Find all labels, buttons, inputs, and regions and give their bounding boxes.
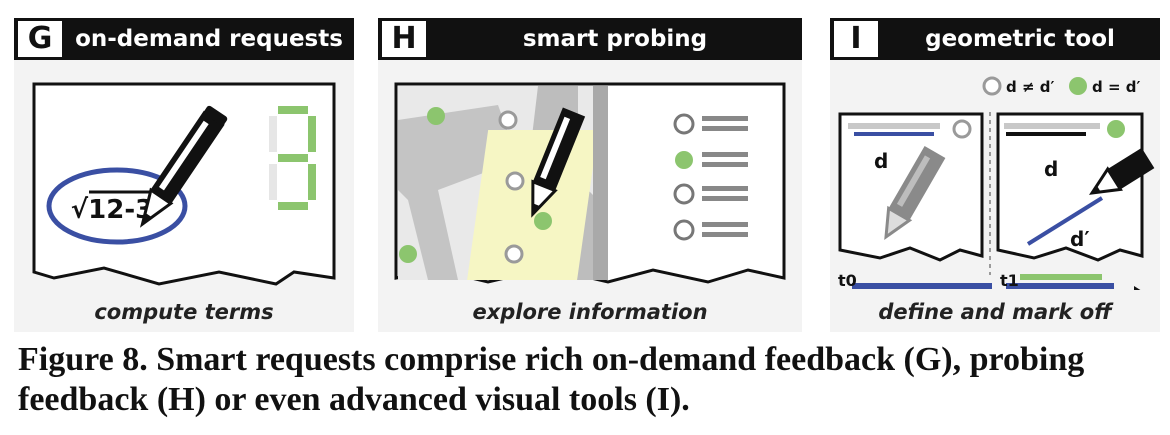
pen-icon (884, 146, 946, 240)
panel-i: I geometric tool d ≠ d′ d = d′ d d d′ (830, 18, 1160, 332)
seven-segment-digit (269, 106, 316, 210)
label-d: d (1044, 157, 1058, 181)
legend-green-marker (1069, 77, 1087, 95)
pen-icon (531, 107, 586, 218)
probe-point-empty (504, 244, 524, 264)
ruler (1004, 123, 1100, 129)
segment-d-blue (854, 132, 934, 136)
probe-point-active (534, 212, 552, 230)
panel-title: geometric tool (925, 26, 1115, 52)
probe-point-empty (498, 110, 518, 130)
label-t0: t0 (838, 271, 857, 290)
timeline-mark-green (1020, 274, 1102, 280)
label-t1: t1 (1000, 271, 1019, 290)
geometric-tool-illustration: d ≠ d′ d = d′ d d d′ t0 (838, 76, 1155, 290)
panel-title: on-demand requests (75, 26, 343, 52)
segment-d-prime (1026, 196, 1104, 246)
pen-icon (139, 105, 228, 228)
timeline-arrow (1134, 286, 1141, 290)
status-green-marker (1107, 120, 1125, 138)
panel-h: H smart probing (378, 18, 802, 332)
timeline-t0-bar (852, 283, 992, 289)
panel-title: smart probing (522, 26, 708, 52)
label-d: d (874, 149, 888, 173)
panel-caption: compute terms (94, 300, 274, 324)
info-list (673, 113, 748, 241)
ruler (848, 123, 940, 129)
panel-header: I geometric tool (830, 18, 1160, 60)
panel-caption: explore information (472, 300, 708, 324)
panel-caption: define and mark off (878, 300, 1112, 324)
probe-point-empty (505, 171, 525, 191)
smart-probing-illustration (394, 82, 786, 284)
panel-letter: H (382, 21, 426, 57)
blue-circle-mark (46, 167, 188, 245)
panel-header: G on-demand requests (14, 18, 354, 60)
math-expression: √12-3 (71, 195, 153, 225)
panel-g: G on-demand requests √12-3 compute terms (14, 18, 354, 332)
pen-icon (1088, 147, 1155, 195)
legend-eq: d = d′ (1092, 78, 1140, 96)
label-d-prime: d′ (1070, 227, 1090, 251)
legend-neq: d ≠ d′ (1006, 78, 1054, 96)
probe-point-green (427, 107, 445, 125)
timeline-t1-bar (1006, 283, 1114, 289)
on-demand-illustration: √12-3 (32, 82, 336, 286)
panel-letter: G (18, 21, 62, 57)
segment-d-black (1006, 132, 1086, 136)
probe-point-green (399, 245, 417, 263)
figure-caption: Figure 8. Smart requests comprise rich o… (18, 341, 1085, 418)
legend-empty-marker (982, 76, 1002, 96)
status-empty-marker (952, 119, 972, 139)
panel-header: H smart probing (378, 18, 802, 60)
panel-letter: I (834, 21, 878, 57)
